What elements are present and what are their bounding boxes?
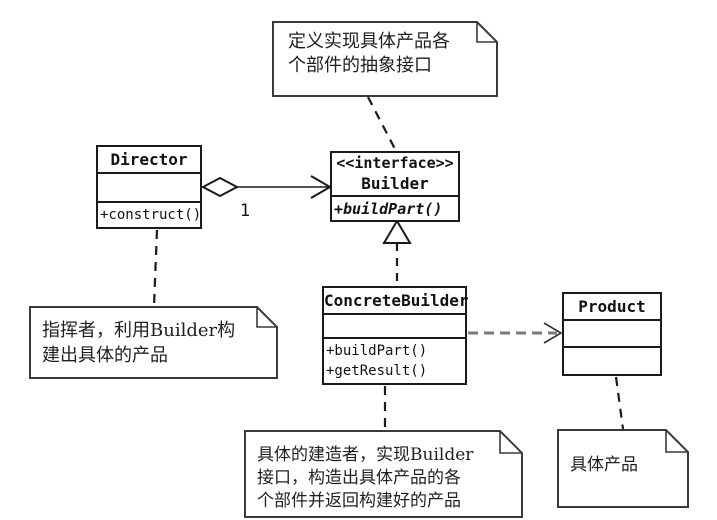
class-builder-name: Builder — [361, 174, 429, 193]
note-builder-text: 定义实现具体产品各 个部件的抽象接口 — [288, 31, 450, 76]
method-construct: +construct() — [100, 207, 202, 223]
interface-stereotype: <<interface>> — [336, 154, 454, 172]
class-builder-title: <<interface>> Builder — [332, 153, 458, 197]
class-product: Product — [562, 292, 662, 376]
class-director: Director +construct() — [96, 145, 202, 229]
class-concrete-builder-name: ConcreteBuilder — [324, 288, 469, 315]
method-buildpart-abstract: +buildPart() — [334, 200, 443, 218]
class-builder-methods: +buildPart() — [332, 197, 458, 221]
class-director-methods: +construct() — [98, 203, 202, 227]
note-concrete-builder-text: 具体的建造者，实现Builder 接口，构造出具体产品的各 个部件并返回构建好的… — [257, 445, 474, 511]
note-link-builder — [367, 96, 396, 150]
note-link-director — [152, 229, 159, 307]
method-getresult: +getResult() — [326, 363, 428, 379]
class-concrete-builder-methods: +buildPart() +getResult() — [324, 339, 465, 383]
class-builder-interface: <<interface>> Builder +buildPart() — [330, 151, 460, 222]
aggregation-diamond — [200, 176, 240, 198]
note-shape-product — [557, 429, 689, 508]
class-product-methods — [564, 348, 660, 374]
method-buildpart: +buildPart() — [326, 343, 428, 359]
note-shape-director — [29, 306, 278, 379]
class-concrete-builder: ConcreteBuilder +buildPart() +getResult(… — [322, 286, 469, 385]
class-product-name: Product — [564, 294, 660, 321]
note-shape-builder — [272, 21, 498, 97]
note-link-product — [614, 376, 625, 430]
class-director-attributes — [98, 174, 200, 203]
realization-triangle — [382, 219, 412, 244]
dependency-arrowhead — [543, 322, 563, 344]
note-shape-concrete-builder — [244, 430, 523, 518]
class-product-attributes — [564, 321, 660, 348]
class-concrete-builder-attributes — [324, 315, 465, 339]
note-director-text: 指挥者，利用Builder构 建出具体的产品 — [42, 320, 236, 366]
note-product-text: 具体产品 — [570, 455, 638, 475]
class-director-name: Director — [98, 147, 200, 174]
aggregation-multiplicity-label: 1 — [239, 201, 251, 221]
